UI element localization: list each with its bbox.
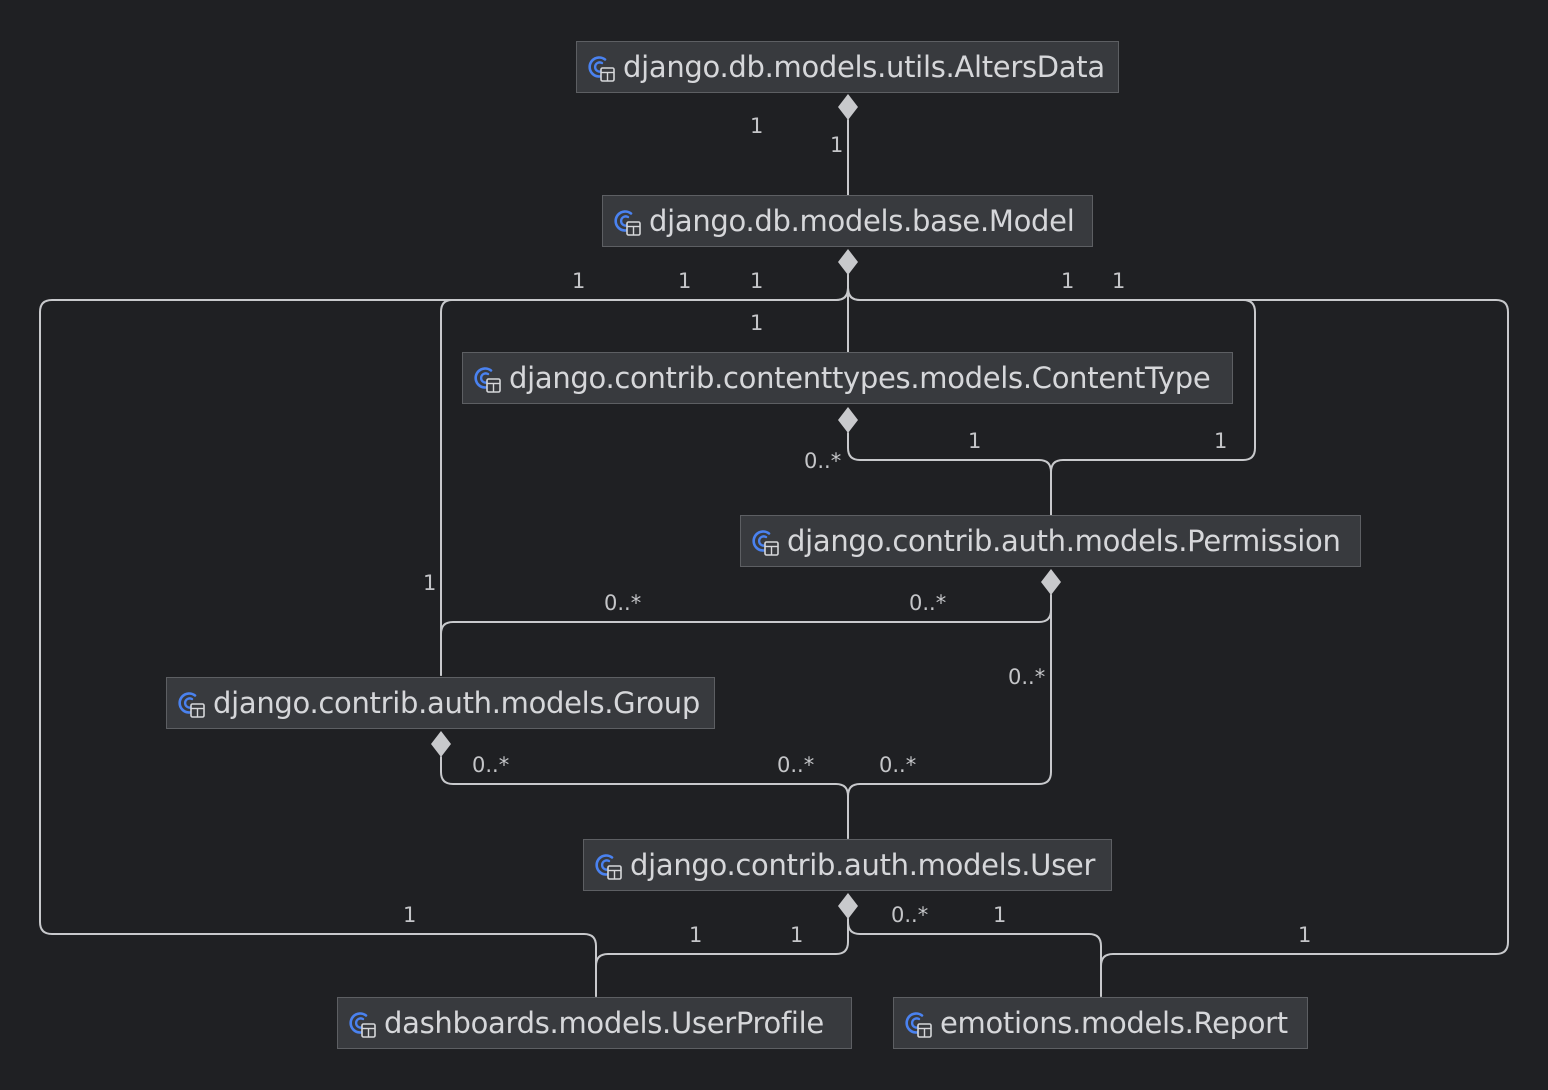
composition-diamond-user — [838, 893, 858, 919]
class-node-permission[interactable]: django.contrib.auth.models.Permission — [740, 515, 1361, 567]
class-node-altersdata[interactable]: django.db.models.utils.AltersData — [576, 41, 1119, 93]
class-name: django.db.models.utils.AltersData — [623, 50, 1105, 84]
class-icon — [463, 353, 509, 403]
class-name: django.contrib.auth.models.Group — [213, 686, 700, 720]
multiplicity-label: 0..* — [777, 753, 815, 777]
class-name: emotions.models.Report — [940, 1006, 1288, 1040]
edge-model-report — [847, 274, 1509, 997]
multiplicity-label: 1 — [1112, 269, 1126, 293]
edge-permission-user — [847, 594, 1052, 839]
edge-group-user — [440, 756, 849, 839]
multiplicity-label: 1 — [1061, 269, 1075, 293]
class-node-contenttype[interactable]: django.contrib.contenttypes.models.Conte… — [462, 352, 1233, 404]
multiplicity-label: 0..* — [1008, 665, 1046, 689]
multiplicity-label: 1 — [1214, 429, 1228, 453]
class-node-user[interactable]: django.contrib.auth.models.User — [583, 839, 1112, 891]
multiplicity-label: 1 — [1298, 923, 1312, 947]
multiplicity-label: 0..* — [891, 903, 929, 927]
class-name: django.contrib.auth.models.Permission — [787, 524, 1341, 558]
multiplicity-label: 1 — [750, 114, 764, 138]
composition-diamond-group — [431, 731, 451, 757]
multiplicity-label: 0..* — [472, 753, 510, 777]
class-node-userprofile[interactable]: dashboards.models.UserProfile — [337, 997, 852, 1049]
multiplicity-label: 1 — [790, 923, 804, 947]
composition-diamond-model — [838, 249, 858, 275]
multiplicity-label: 0..* — [909, 591, 947, 615]
class-icon — [338, 998, 384, 1048]
composition-diamond-permission — [1041, 569, 1061, 595]
class-node-model[interactable]: django.db.models.base.Model — [602, 195, 1093, 247]
class-name: django.contrib.contenttypes.models.Conte… — [509, 361, 1211, 395]
edge-permission-group — [440, 594, 1052, 676]
multiplicity-label: 1 — [403, 903, 417, 927]
class-icon — [894, 998, 940, 1048]
edge-model-group — [440, 274, 849, 676]
multiplicity-label: 1 — [993, 903, 1007, 927]
multiplicity-label: 0..* — [804, 449, 842, 473]
class-node-report[interactable]: emotions.models.Report — [893, 997, 1308, 1049]
multiplicity-label: 1 — [689, 923, 703, 947]
multiplicity-label: 0..* — [879, 753, 917, 777]
composition-diamond-altersdata — [838, 94, 858, 120]
multiplicity-label: 1 — [830, 133, 844, 157]
class-icon — [603, 196, 649, 246]
edge-user-report — [847, 918, 1102, 997]
class-name: dashboards.models.UserProfile — [384, 1006, 824, 1040]
class-node-group[interactable]: django.contrib.auth.models.Group — [166, 677, 715, 729]
class-icon — [577, 42, 623, 92]
multiplicity-label: 1 — [423, 571, 437, 595]
multiplicity-label: 1 — [678, 269, 692, 293]
class-icon — [167, 678, 213, 728]
class-icon — [741, 516, 787, 566]
class-name: django.db.models.base.Model — [649, 204, 1075, 238]
multiplicity-label: 1 — [968, 429, 982, 453]
class-icon — [584, 840, 630, 890]
multiplicity-label: 1 — [572, 269, 586, 293]
multiplicity-label: 1 — [750, 311, 764, 335]
multiplicity-label: 1 — [750, 269, 764, 293]
edge-contenttype-permission — [847, 432, 1052, 516]
class-name: django.contrib.auth.models.User — [630, 848, 1096, 882]
edge-user-userprofile — [595, 918, 849, 997]
composition-diamond-contenttype — [838, 407, 858, 433]
multiplicity-label: 0..* — [604, 591, 642, 615]
